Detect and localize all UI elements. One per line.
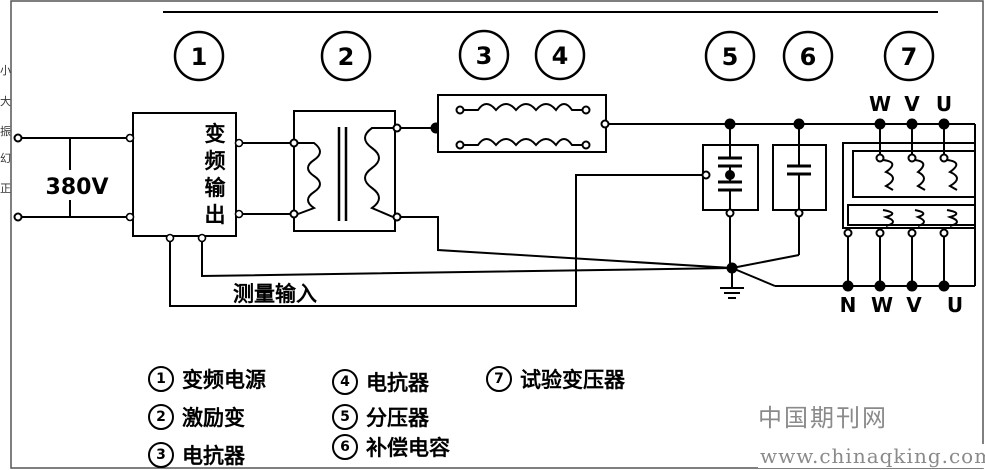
vfd-output-char: 变 — [205, 122, 226, 146]
test-transformer — [775, 124, 976, 292]
left-cut-text: 振 — [0, 125, 11, 138]
circle-label-4: 4 — [534, 29, 586, 81]
svg-text:2: 2 — [338, 43, 355, 71]
legend-number: 5 — [332, 404, 358, 430]
left-cut-text: 大 — [0, 95, 11, 108]
reactor-pair — [437, 94, 610, 153]
legend-text: 分压器 — [366, 406, 429, 430]
left-cut-text: 小 — [0, 64, 11, 77]
svg-text:5: 5 — [722, 43, 739, 71]
voltage-divider — [701, 124, 759, 268]
legend-text: 电抗器 — [182, 444, 245, 468]
legend-number: 4 — [332, 369, 358, 395]
legend-number: 6 — [332, 434, 358, 460]
legend-text: 电抗器 — [366, 371, 429, 395]
legend-number: 7 — [486, 366, 512, 392]
watermark-cn: 中国期刊网 — [758, 404, 888, 432]
bottom-terminal-label: N — [840, 293, 857, 317]
legend-text: 变频电源 — [182, 368, 266, 392]
watermark-url: www.chinaqking.com — [758, 444, 985, 468]
vfd-output-char: 出 — [205, 203, 226, 227]
circle-label-3: 3 — [458, 29, 510, 81]
return-wiring — [169, 174, 776, 307]
circle-label-1: 1 — [173, 30, 225, 82]
vfd-output-char: 频 — [205, 149, 226, 173]
top-terminal-label: W — [869, 92, 891, 116]
legend-text: 补偿电容 — [366, 436, 450, 460]
svg-text:7: 7 — [901, 43, 918, 71]
bottom-terminal-label: W — [871, 293, 893, 317]
legend-item-3: 3 电抗器 — [148, 440, 245, 470]
circle-label-7: 7 — [883, 30, 935, 82]
left-cut-text: 正 — [0, 182, 11, 195]
legend-item-2: 2 激励变 — [148, 402, 245, 432]
legend-number: 2 — [148, 404, 174, 430]
legend-item-7: 7 试验变压器 — [486, 364, 625, 394]
legend-number: 3 — [148, 442, 174, 468]
vfd-to-exciter-wires — [243, 142, 290, 215]
vfd-box — [125, 112, 244, 243]
frame-border — [10, 0, 984, 469]
top-terminal-label: V — [904, 92, 920, 116]
bottom-terminal-label: V — [906, 293, 922, 317]
left-cut-text: 幻 — [0, 152, 11, 165]
voltage-label-bg — [42, 170, 112, 200]
legend-item-6: 6 补偿电容 — [332, 432, 450, 462]
vfd-output-char: 输 — [205, 176, 227, 200]
legend-item-5: 5 分压器 — [332, 402, 429, 432]
legend-text: 试验变压器 — [520, 368, 625, 392]
hv-bus — [609, 118, 975, 130]
bottom-terminal-label: U — [947, 293, 963, 317]
svg-text:4: 4 — [552, 42, 569, 70]
legend-text: 激励变 — [182, 406, 245, 430]
compensation-capacitor — [731, 124, 827, 269]
legend-number: 1 — [148, 366, 174, 392]
source-voltage-label: 380V — [46, 175, 109, 200]
exciter-transformer — [289, 110, 402, 232]
top-terminal-label: U — [936, 92, 952, 116]
circle-label-6: 6 — [782, 30, 834, 82]
legend-item-1: 1 变频电源 — [148, 364, 266, 394]
circle-label-2: 2 — [320, 30, 372, 82]
circle-label-5: 5 — [704, 30, 756, 82]
svg-text:1: 1 — [191, 43, 208, 71]
svg-text:6: 6 — [800, 43, 817, 71]
measure-input-label: 测量输入 — [233, 282, 317, 306]
svg-text:3: 3 — [476, 42, 493, 70]
legend-item-4: 4 电抗器 — [332, 367, 429, 397]
